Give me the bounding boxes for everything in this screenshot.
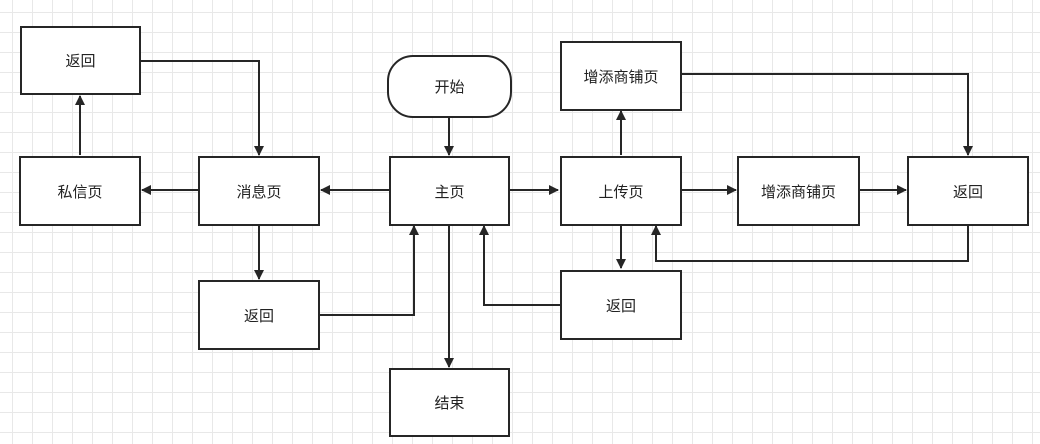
node-start: 开始 bbox=[387, 55, 512, 118]
node-message: 消息页 bbox=[198, 156, 320, 226]
node-back-upload: 返回 bbox=[560, 270, 682, 340]
node-main: 主页 bbox=[389, 156, 510, 226]
node-back-right: 返回 bbox=[907, 156, 1029, 226]
node-add-shop-mid: 增添商铺页 bbox=[737, 156, 860, 226]
edge-back-message bbox=[140, 60, 264, 156]
edge-back-right-upload bbox=[651, 225, 969, 262]
edge-addshop-top-back-right bbox=[681, 73, 973, 156]
edge-back-main bbox=[319, 225, 419, 316]
edge-back-upload-main bbox=[479, 225, 560, 306]
node-end: 结束 bbox=[389, 368, 510, 437]
node-back-message: 返回 bbox=[198, 280, 320, 350]
node-upload: 上传页 bbox=[560, 156, 682, 226]
node-private-message: 私信页 bbox=[19, 156, 141, 226]
node-add-shop-top: 增添商铺页 bbox=[560, 41, 682, 111]
node-back-top-left: 返回 bbox=[20, 26, 141, 95]
